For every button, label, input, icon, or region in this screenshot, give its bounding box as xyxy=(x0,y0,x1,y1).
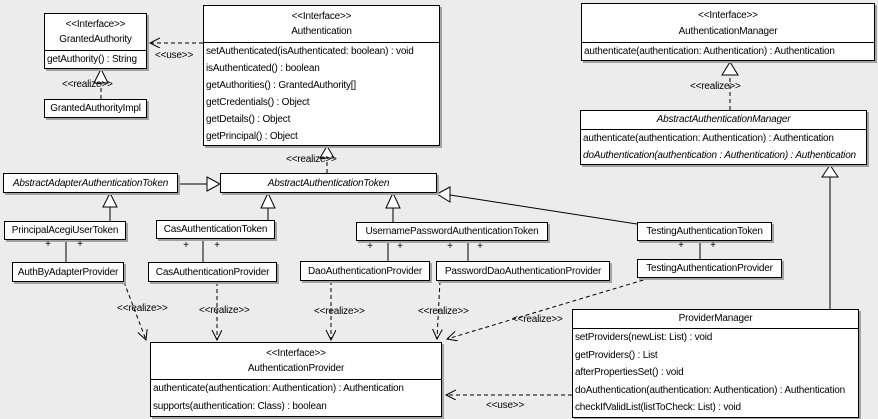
class-provider-manager: ProviderManager setProviders(newList: Li… xyxy=(572,309,859,418)
stereotype-label: <<Interface>> xyxy=(65,19,126,30)
assoc-plus: + xyxy=(214,240,220,251)
method-label: doAuthentication(authentication : Authen… xyxy=(583,150,856,161)
assoc-plus: + xyxy=(183,240,189,251)
class-header: <<Interface>> Authentication xyxy=(204,6,439,42)
method-label: authenticate(authentication: Authenticat… xyxy=(153,383,404,394)
assoc-plus: + xyxy=(710,240,716,251)
methods-compartment: authenticate(authentication: Authenticat… xyxy=(581,129,866,164)
class-header: <<Interface>> GrantedAuthority xyxy=(45,14,146,50)
class-abstract-authentication-token: AbstractAuthenticationToken xyxy=(220,173,437,193)
class-name: ProviderManager xyxy=(678,313,753,324)
stereotype-label: <<Interface>> xyxy=(698,10,758,21)
edge-gen-principalacegiusertoken xyxy=(102,191,118,221)
class-abstract-adapter-authentication-token: AbstractAdapterAuthenticationToken xyxy=(3,173,178,193)
class-name: Authentication xyxy=(291,26,352,37)
edge-gen-providermanager-abstractauthmanager xyxy=(821,164,839,309)
realize-label: <<realize>> xyxy=(314,306,365,317)
class-username-password-authentication-token: UsernamePasswordAuthenticationToken xyxy=(356,222,548,241)
realize-label: <<realize>> xyxy=(418,306,469,317)
method-label: getAuthority() : String xyxy=(47,54,137,65)
methods-compartment: setAuthenticated(isAuthenticated: boolea… xyxy=(204,42,439,145)
class-authentication: <<Interface>> Authentication setAuthenti… xyxy=(203,5,440,146)
method-label: setProviders(newList: List) : void xyxy=(575,332,713,343)
class-abstract-authentication-manager: AbstractAuthenticationManager authentica… xyxy=(580,110,867,165)
method-label: getPrincipal() : Object xyxy=(206,131,298,142)
class-password-dao-authentication-provider: PasswordDaoAuthenticationProvider xyxy=(436,261,610,281)
class-name: CasAuthenticationProvider xyxy=(155,266,270,278)
stereotype-label: <<Interface>> xyxy=(291,11,352,22)
class-name: AbstractAuthenticationManager xyxy=(656,114,791,125)
class-testing-authentication-provider: TestingAuthenticationProvider xyxy=(637,259,782,278)
class-name: AbstractAuthenticationToken xyxy=(267,177,390,189)
class-name: AuthenticationManager xyxy=(678,26,778,37)
method-label: authenticate(authentication: Authenticat… xyxy=(584,46,835,57)
class-name: PasswordDaoAuthenticationProvider xyxy=(444,265,602,277)
class-auth-by-adapter-provider: AuthByAdapterProvider xyxy=(12,262,124,282)
realize-label: <<realize>> xyxy=(62,79,113,90)
class-name: GrantedAuthority xyxy=(59,34,132,45)
class-authentication-manager: <<Interface>> AuthenticationManager auth… xyxy=(581,3,875,61)
methods-compartment: getAuthority() : String xyxy=(45,50,146,68)
edge-gen-testingtoken-abstracttoken xyxy=(435,186,638,225)
realize-label: <<realize>> xyxy=(199,305,250,316)
class-name: UsernamePasswordAuthenticationToken xyxy=(365,226,539,237)
assoc-plus: + xyxy=(477,241,483,252)
assoc-plus: + xyxy=(678,240,684,251)
method-label: doAuthentication(authentication: Authent… xyxy=(575,384,845,396)
class-dao-authentication-provider: DaoAuthenticationProvider xyxy=(300,261,430,281)
assoc-plus: + xyxy=(447,241,453,252)
use-label: <<use>> xyxy=(155,50,194,61)
class-granted-authority: <<Interface>> GrantedAuthority getAuthor… xyxy=(44,13,147,69)
methods-compartment: authenticate(authentication: Authenticat… xyxy=(151,379,441,416)
class-name: AuthByAdapterProvider xyxy=(17,266,119,278)
class-cas-authentication-token: CasAuthenticationToken xyxy=(156,220,275,239)
methods-compartment: setProviders(newList: List) : void getPr… xyxy=(573,328,858,417)
class-testing-authentication-token: TestingAuthenticationToken xyxy=(637,222,772,241)
class-name: PrincipalAcegiUserToken xyxy=(11,225,119,236)
realize-label: <<realize>> xyxy=(512,314,563,325)
realize-label: <<realize>> xyxy=(690,81,741,92)
stereotype-label: <<Interface>> xyxy=(266,348,326,359)
method-label: getProviders() : List xyxy=(575,349,658,361)
edge-gen-casauthenticationtoken xyxy=(260,191,276,220)
class-name: DaoAuthenticationProvider xyxy=(308,265,422,277)
class-name: AbstractAdapterAuthenticationToken xyxy=(12,177,169,189)
class-cas-authentication-provider: CasAuthenticationProvider xyxy=(148,262,277,282)
edge-gen-usernamepasswordtoken xyxy=(385,191,401,222)
method-label: checkIfValidList(listToCheck: List) : vo… xyxy=(575,402,741,414)
class-authentication-provider: <<Interface>> AuthenticationProvider aut… xyxy=(150,342,442,417)
method-label: isAuthenticated() : boolean xyxy=(206,63,320,74)
method-label: getCredentials() : Object xyxy=(206,97,310,108)
realize-label: <<realize>> xyxy=(117,303,168,314)
method-label: authenticate(authentication: Authenticat… xyxy=(583,133,834,144)
class-name: GrantedAuthorityImpl xyxy=(50,103,141,114)
assoc-plus: + xyxy=(397,241,403,252)
methods-compartment: authenticate(authentication: Authenticat… xyxy=(582,42,874,60)
method-label: getAuthorities() : GrantedAuthority[] xyxy=(206,80,356,91)
class-principal-acegi-user-token: PrincipalAcegiUserToken xyxy=(4,221,126,240)
class-granted-authority-impl: GrantedAuthorityImpl xyxy=(44,99,147,118)
class-name: TestingAuthenticationToken xyxy=(646,226,763,237)
class-name: CasAuthenticationToken xyxy=(163,224,268,235)
class-header: <<Interface>> AuthenticationProvider xyxy=(151,343,441,379)
assoc-plus: + xyxy=(45,239,51,250)
class-header: <<Interface>> AuthenticationManager xyxy=(582,4,874,42)
use-label: <<use>> xyxy=(486,400,525,411)
method-label: supports(authentication: Class) : boolea… xyxy=(153,401,327,412)
assoc-plus: + xyxy=(367,241,373,252)
method-label: afterPropertiesSet() : void xyxy=(575,367,684,379)
method-label: setAuthenticated(isAuthenticated: boolea… xyxy=(206,46,414,57)
assoc-plus: + xyxy=(77,239,83,250)
edge-gen-abstractadapter-abstracttoken xyxy=(178,176,222,192)
class-name: TestingAuthenticationProvider xyxy=(646,263,773,274)
realize-label: <<realize>> xyxy=(286,154,337,165)
class-name: AuthenticationProvider xyxy=(247,363,345,374)
method-label: getDetails() : Object xyxy=(206,114,291,125)
